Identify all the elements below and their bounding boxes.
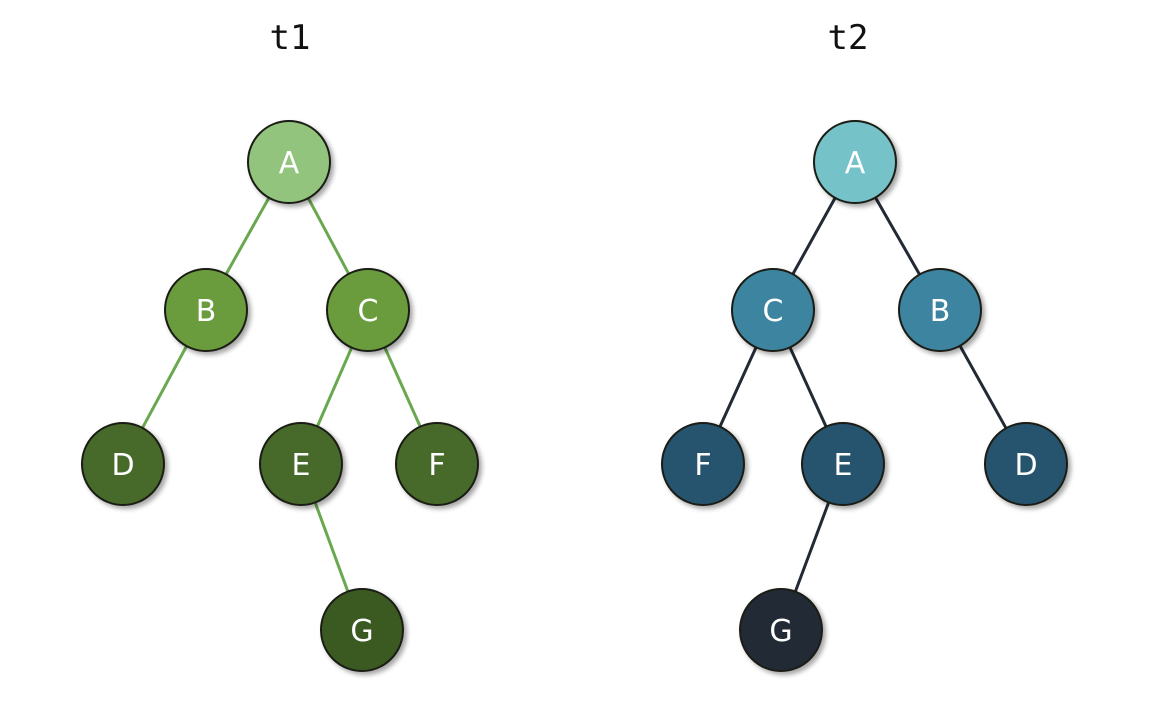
node-label: D (111, 448, 134, 483)
node-circle (661, 422, 745, 506)
node-t1-C: C (326, 268, 410, 352)
node-circle (259, 422, 343, 506)
node-t1-D: D (81, 422, 165, 506)
tree-title-t2: t2 (828, 18, 869, 58)
edge-t2-E-G (793, 500, 831, 594)
node-t1-G: G (320, 588, 404, 672)
node-circle (81, 422, 165, 506)
node-label: C (358, 294, 379, 329)
node-label: G (350, 614, 373, 649)
node-label: F (694, 448, 711, 483)
edge-t2-B-D (958, 344, 1008, 430)
node-t2-D: D (984, 422, 1068, 506)
tree-t1-edges (140, 196, 422, 594)
node-label: B (930, 294, 951, 329)
node-label: C (763, 294, 784, 329)
edge-t1-A-B (224, 196, 271, 276)
edge-t1-C-F (383, 345, 422, 429)
edge-t2-A-B (873, 196, 922, 276)
node-t1-F: F (395, 422, 479, 506)
edge-t1-B-D (140, 344, 189, 430)
node-label: E (292, 448, 311, 483)
node-label: G (769, 614, 792, 649)
tree-t2-nodes: A C B F E D G (661, 120, 1068, 672)
node-circle (247, 120, 331, 204)
node-circle (326, 268, 410, 352)
node-circle (801, 422, 885, 506)
node-circle (813, 120, 897, 204)
node-label: A (279, 146, 300, 181)
node-label: A (845, 146, 866, 181)
node-t1-A: A (247, 120, 331, 204)
edge-t2-C-F (718, 345, 758, 429)
node-t1-B: B (164, 268, 248, 352)
node-circle (984, 422, 1068, 506)
tree-t1-nodes: A B C D E F G (81, 120, 479, 672)
edge-t2-C-E (788, 345, 828, 429)
edge-t2-A-C (791, 196, 837, 276)
node-circle (739, 588, 823, 672)
node-t2-B: B (898, 268, 982, 352)
node-t2-C: C (731, 268, 815, 352)
node-circle (164, 268, 248, 352)
node-circle (320, 588, 404, 672)
node-circle (731, 268, 815, 352)
node-circle (395, 422, 479, 506)
node-t2-E: E (801, 422, 885, 506)
node-label: D (1014, 448, 1037, 483)
node-t2-G: G (739, 588, 823, 672)
node-t2-A: A (813, 120, 897, 204)
edge-t1-A-C (306, 196, 351, 276)
node-label: B (196, 294, 217, 329)
node-t2-F: F (661, 422, 745, 506)
node-t1-E: E (259, 422, 343, 506)
tree-t2-edges (718, 196, 1008, 594)
node-circle (898, 268, 982, 352)
node-label: E (834, 448, 853, 483)
edge-t1-E-G (313, 500, 350, 594)
edge-t1-C-E (315, 346, 354, 428)
tree-title-t1: t1 (270, 18, 311, 58)
node-label: F (428, 448, 445, 483)
